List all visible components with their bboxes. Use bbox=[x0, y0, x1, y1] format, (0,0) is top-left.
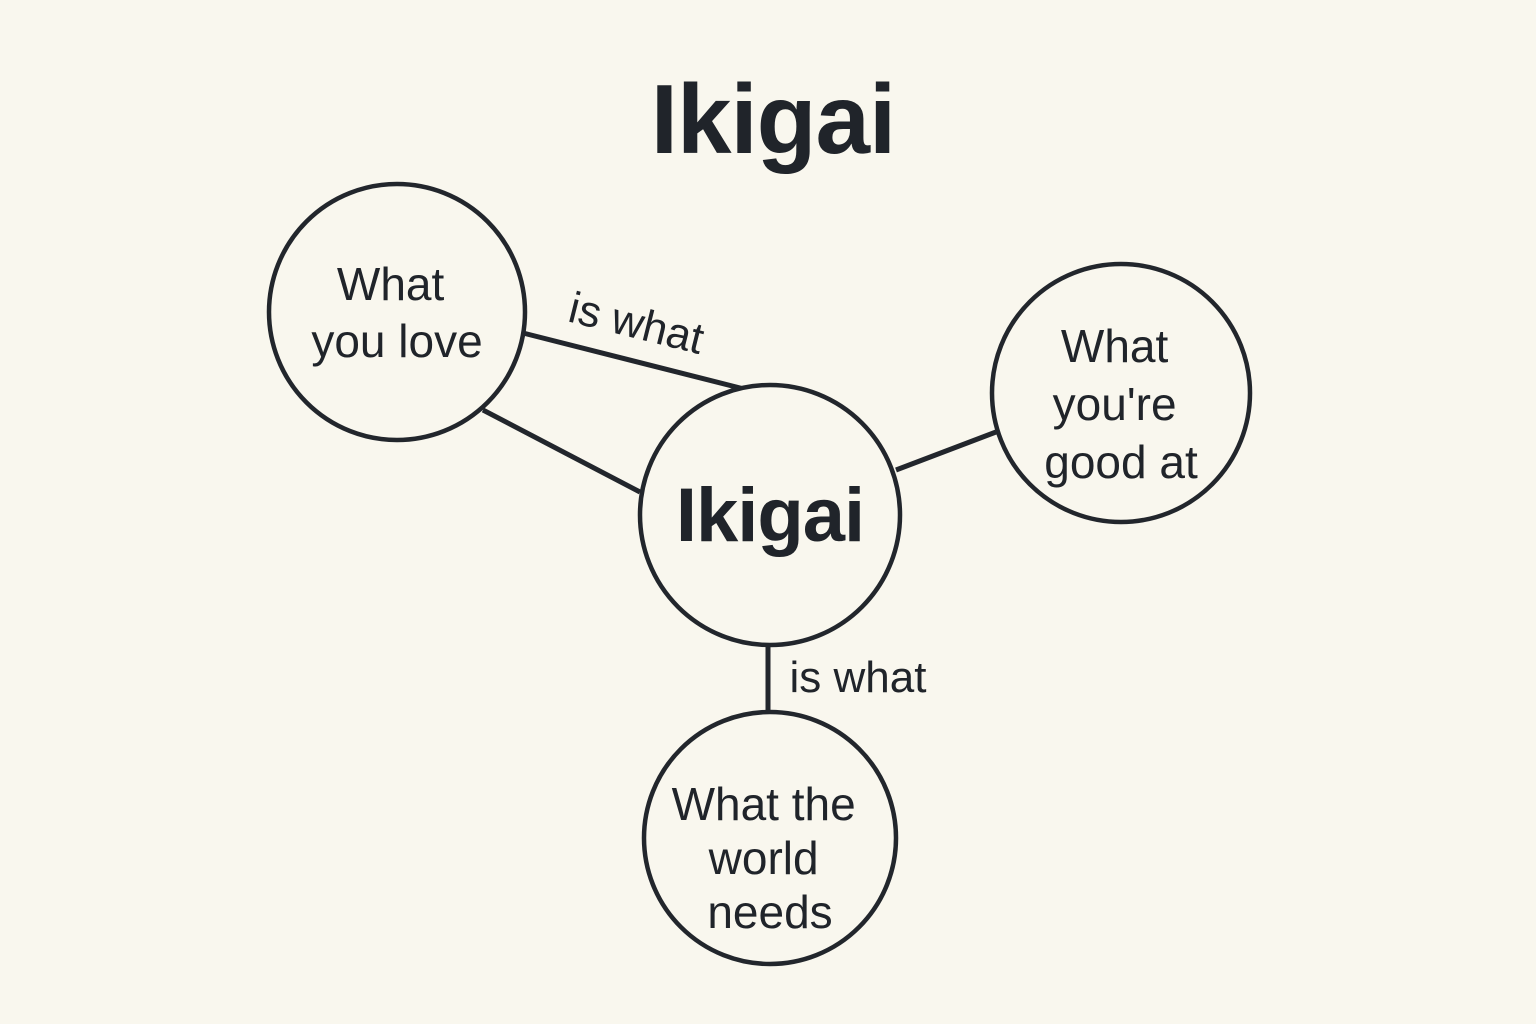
edge-love-to-center-lower bbox=[481, 407, 642, 495]
node-label-line: What the bbox=[672, 778, 856, 830]
edge-label-love-center: is what bbox=[564, 283, 709, 364]
node-label-what-youre-good-at: What you're good at bbox=[1044, 320, 1198, 488]
node-label-line: What bbox=[337, 258, 445, 310]
node-label-line: world bbox=[708, 832, 819, 884]
node-label-what-the-world-needs: What the world needs bbox=[672, 778, 869, 938]
edge-label-center-world: is what bbox=[790, 653, 927, 702]
edge-center-to-good bbox=[895, 429, 997, 473]
node-label-line: needs bbox=[707, 886, 832, 938]
node-circle-what-you-love bbox=[266, 181, 528, 443]
node-circle-ikigai-center bbox=[637, 382, 903, 648]
node-label-line: you love bbox=[311, 315, 482, 367]
node-label-what-you-love: What you love bbox=[311, 258, 482, 367]
node-label-line: good at bbox=[1044, 436, 1198, 488]
edge-love-to-center-upper bbox=[522, 330, 749, 393]
diagram-title: Ikigai bbox=[651, 64, 896, 174]
node-label-line: you're bbox=[1053, 378, 1177, 430]
node-label-line: What bbox=[1061, 320, 1169, 372]
node-circle-what-youre-good-at bbox=[989, 261, 1253, 525]
center-node-label: Ikigai bbox=[676, 473, 864, 558]
node-circle-what-the-world-needs bbox=[641, 709, 899, 967]
